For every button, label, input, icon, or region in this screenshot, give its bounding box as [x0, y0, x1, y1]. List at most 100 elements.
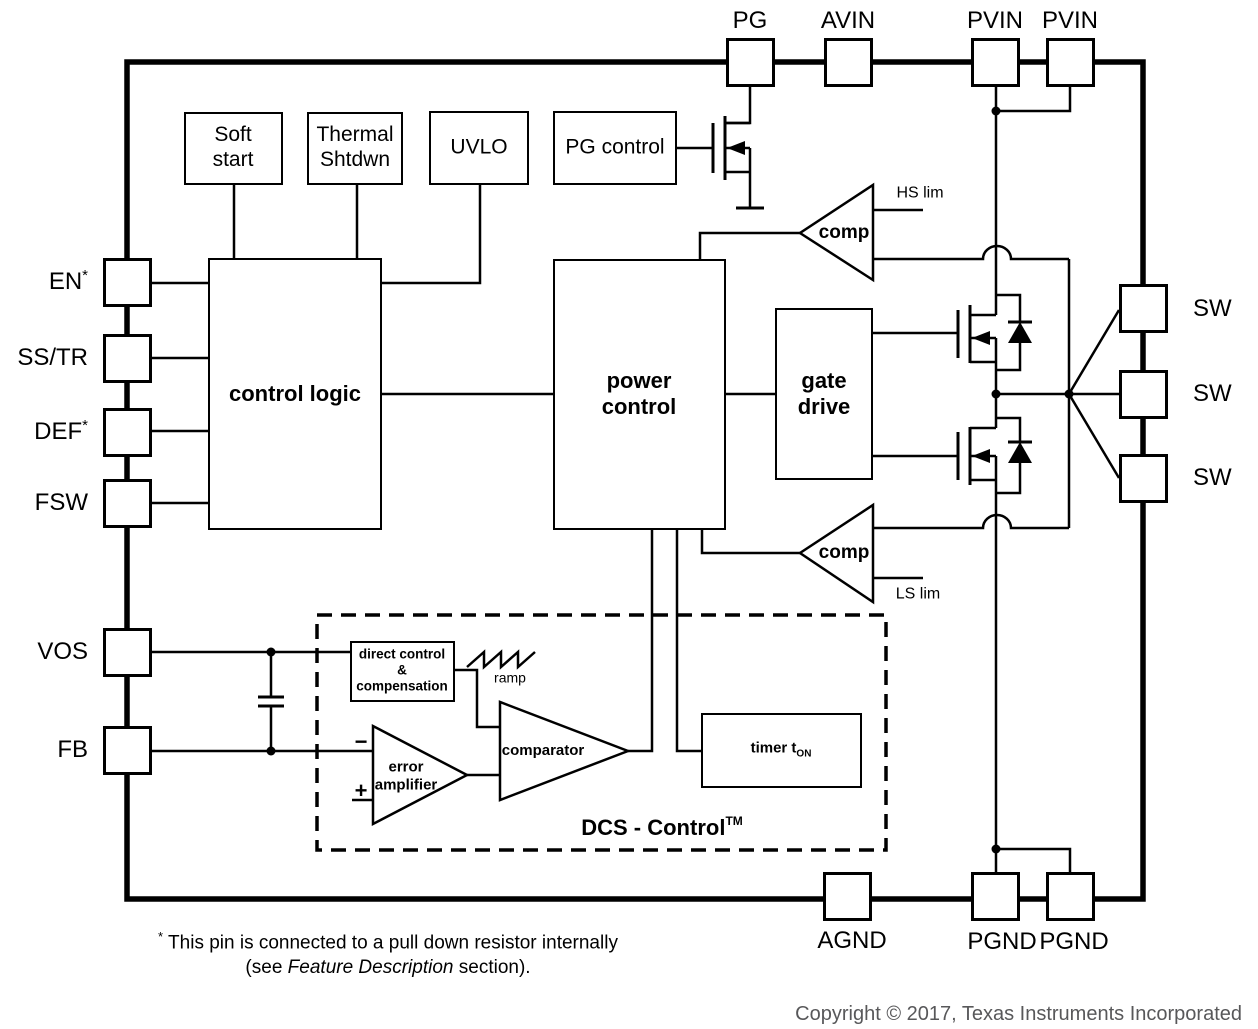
block-label-control-logic: control logic	[229, 381, 361, 407]
junction-dot	[266, 647, 276, 657]
hs-comp-triangle	[797, 182, 875, 283]
pin-pad-en	[103, 258, 152, 307]
block-pg-control	[553, 111, 677, 185]
pin-pad-pg	[726, 38, 775, 87]
pin-label-vos: VOS	[37, 638, 88, 666]
pin-label-avin: AVIN	[820, 6, 876, 34]
ls-fet-body-arrow-icon	[972, 449, 990, 463]
block-label-thermal-shutdown: Thermal Shtdwn	[316, 123, 394, 171]
wire-pg-drain	[725, 87, 752, 125]
junction-dot	[991, 844, 1001, 854]
dcs-control-dashed-box	[315, 613, 888, 852]
pin-label-sw2: SW	[1193, 380, 1232, 407]
erramp-minus-sign: −	[354, 729, 368, 755]
copyright-notice: Copyright © 2017, Texas Instruments Inco…	[795, 1003, 1242, 1025]
pin-pad-fsw	[103, 479, 152, 528]
wire-hscomp-sense	[873, 244, 1069, 261]
block-label-gate-drive: gate drive	[797, 368, 851, 419]
block-label-soft-start: Soft start	[212, 123, 254, 171]
dcs-trademark: TM	[725, 814, 743, 829]
pin-label-sw1: SW	[1193, 295, 1232, 322]
junction-dot	[266, 746, 276, 756]
pin-pad-pvin2	[1046, 38, 1095, 87]
pin-pad-vos	[103, 628, 152, 677]
pg-fet-body-arrow-icon	[727, 141, 745, 155]
pin-pad-pgnd1	[971, 872, 1020, 921]
pin-label-pvin1: PVIN	[966, 6, 1024, 34]
wire-comparator-out	[628, 530, 654, 753]
footnote: * This pin is connected to a pull down r…	[118, 929, 658, 980]
junction-dot	[991, 106, 1001, 116]
wire-sw-fanout	[1067, 309, 1121, 479]
pin-pad-def	[103, 408, 152, 457]
pin-label-en-text: EN	[48, 268, 83, 295]
junction-dot	[991, 389, 1001, 399]
block-timer	[701, 713, 862, 788]
block-label-timer: timer tON	[751, 740, 812, 761]
footnote-line1: This pin is connected to a pull down res…	[163, 932, 618, 954]
block-label-ls-comp: comp	[818, 541, 870, 563]
footnote-line2-post: section).	[453, 956, 531, 978]
pin-label-sstr: SS/TR	[17, 344, 88, 372]
wire-timer	[675, 530, 701, 753]
pin-pad-fb	[103, 726, 152, 775]
pin-label-def-text: DEF	[34, 418, 83, 445]
pin-label-en-asterisk: *	[82, 267, 88, 284]
hs-body-diode-icon	[1008, 322, 1032, 343]
block-label-power-control: power control	[601, 368, 677, 419]
pin-label-sw3: SW	[1193, 464, 1232, 491]
dcs-control-text: DCS - Control	[581, 815, 726, 841]
wire-hscomp-out	[698, 231, 800, 259]
block-thermal-shutdown	[307, 112, 403, 185]
pin-label-def-asterisk: *	[82, 417, 88, 434]
ls-body-diode-loop	[996, 416, 1022, 495]
pin-label-fsw: FSW	[35, 489, 88, 517]
block-label-direct-control: direct control & compensation	[356, 646, 448, 695]
block-label-hs-comp: comp	[818, 221, 870, 243]
pin-label-pvin2: PVIN	[1041, 6, 1099, 34]
ls-body-diode-icon	[1008, 442, 1032, 463]
annotation-ls-lim: LS lim	[895, 585, 941, 603]
pin-pad-pgnd2	[1046, 872, 1095, 921]
pin-label-pg: PG	[732, 6, 768, 34]
pin-pad-agnd	[823, 872, 872, 921]
timer-subscript: ON	[796, 748, 812, 760]
wire-uvlo	[382, 185, 482, 285]
pin-pad-sw1	[1119, 284, 1168, 333]
pin-label-fb: FB	[57, 736, 88, 764]
ls-comp-triangle	[797, 502, 875, 605]
pin-label-fb-text: FB	[57, 736, 88, 763]
pin-pad-sw2	[1119, 370, 1168, 419]
pin-label-def: DEF*	[34, 418, 88, 446]
annotation-ramp: ramp	[494, 669, 526, 686]
pin-pad-avin	[824, 38, 873, 87]
wire-pvin-link	[996, 87, 1072, 113]
block-label-uvlo: UVLO	[450, 135, 508, 159]
annotation-hs-lim: HS lim	[896, 184, 944, 202]
wire-pgnd-link	[996, 847, 1072, 872]
dcs-control-label: DCS - ControlTM	[581, 815, 743, 841]
block-gate-drive	[775, 308, 873, 480]
pin-pad-sw3	[1119, 454, 1168, 503]
pin-label-vos-text: VOS	[37, 638, 88, 665]
block-soft-start	[184, 112, 283, 185]
pin-pad-pvin1	[971, 38, 1020, 87]
pin-label-en: EN*	[49, 268, 88, 296]
capacitor-icon	[258, 695, 284, 708]
wire-lscomp-out	[700, 530, 800, 555]
hs-body-diode-loop	[996, 293, 1022, 372]
wire-lscomp-sense	[873, 513, 1069, 530]
footnote-line2-pre: (see	[245, 956, 288, 978]
block-label-error-amplifier: error amplifier	[374, 758, 438, 793]
block-power-control	[553, 259, 726, 530]
block-label-comparator: comparator	[501, 742, 585, 760]
erramp-plus-sign: +	[354, 778, 368, 804]
pin-label-pgnd2: PGND	[1039, 927, 1109, 955]
junction-dot	[1064, 389, 1074, 399]
block-label-pg-control: PG control	[565, 135, 665, 159]
hs-fet-body-arrow-icon	[972, 331, 990, 345]
pin-label-sstr-text: SS/TR	[17, 344, 88, 371]
wire-ramp	[455, 668, 500, 729]
